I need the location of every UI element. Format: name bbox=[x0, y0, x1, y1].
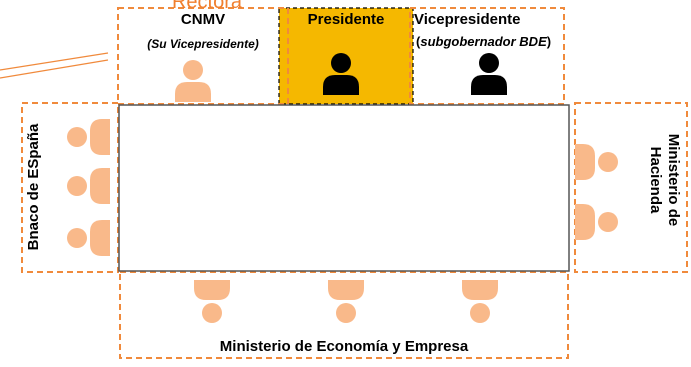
vicepresidente-title: Vicepresidente bbox=[414, 11, 521, 28]
banco-person-icon-3 bbox=[67, 220, 110, 256]
economia-label: Ministerio de Economía y Empresa bbox=[219, 338, 469, 355]
vicepresidente-subtitle: (subgobernador BDE) bbox=[416, 32, 558, 52]
hacienda-label: Ministerio de Hacienda bbox=[646, 134, 682, 227]
vicepresidente-box bbox=[409, 7, 565, 105]
hacienda-label-line1: Ministerio de bbox=[665, 133, 682, 227]
banco-label: Bnaco de ESpaña bbox=[25, 123, 42, 251]
banco-person-icon-2 bbox=[67, 168, 110, 204]
caption-connector-line-1 bbox=[0, 52, 109, 71]
cnmv-box bbox=[117, 7, 289, 105]
presidente-title: Presidente bbox=[307, 11, 385, 28]
cnmv-person-icon bbox=[175, 60, 211, 102]
vicepresidente-subtitle-italic: subgobernador BDE bbox=[420, 34, 547, 49]
cnmv-subtitle: (Su Vicepresidente) bbox=[147, 37, 259, 51]
vicepresidente-person-icon bbox=[471, 53, 507, 95]
economia-person-icon-2 bbox=[328, 280, 364, 323]
cnmv-title: CNMV bbox=[180, 11, 226, 28]
economia-box bbox=[119, 271, 569, 359]
meeting-table bbox=[118, 104, 570, 272]
vicepresidente-subtitle-open: ( bbox=[416, 34, 421, 49]
economia-person-icon-3 bbox=[462, 280, 498, 323]
presidente-person-icon bbox=[323, 53, 359, 95]
caption-text: Rectora bbox=[171, 0, 242, 13]
vicepresidente-subtitle-close: ) bbox=[546, 34, 552, 49]
hacienda-box bbox=[574, 102, 688, 273]
hacienda-label-line2: Hacienda bbox=[647, 146, 664, 214]
hacienda-person-icon-2 bbox=[575, 204, 618, 240]
economia-person-icon-1 bbox=[194, 280, 230, 323]
banco-box bbox=[21, 102, 119, 273]
hacienda-person-icon-1 bbox=[575, 144, 618, 180]
caption-connector-line-2 bbox=[0, 59, 109, 79]
banco-person-icon-1 bbox=[67, 119, 110, 155]
